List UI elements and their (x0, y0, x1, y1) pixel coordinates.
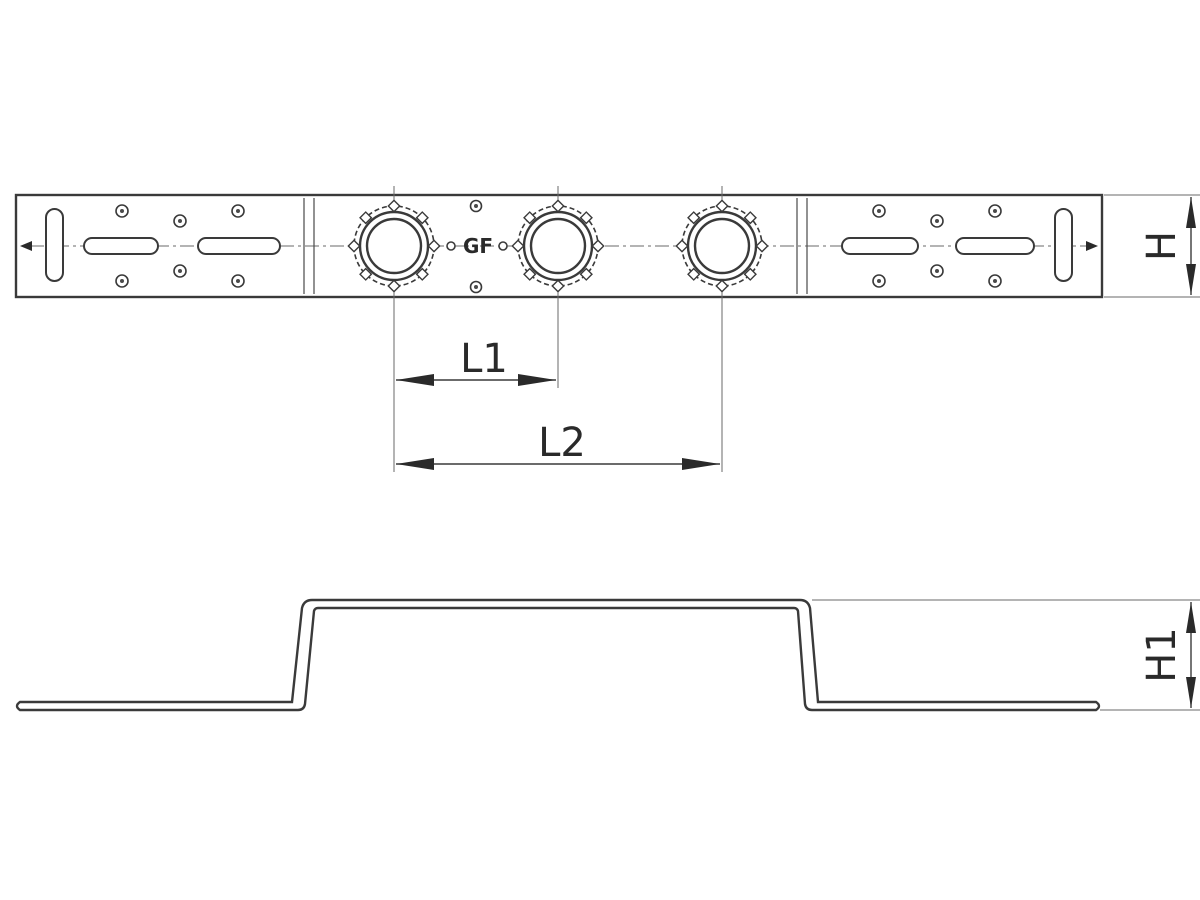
pipe-fitting-2 (511, 186, 605, 306)
dimension-h: H (1104, 194, 1200, 298)
logo-text: GF (463, 234, 493, 258)
plate-top-view: GF (14, 186, 1104, 306)
horizontal-slot-right-2 (955, 237, 1035, 255)
dimension-l2-label: L2 (538, 420, 586, 466)
right-mounting-section (841, 204, 1073, 288)
vertical-slot-left (45, 208, 64, 282)
center-holes (469, 199, 483, 294)
right-center-arrow (1086, 241, 1098, 251)
mounting-holes-right (872, 204, 1002, 288)
dimension-h-label: H (1139, 231, 1185, 261)
bent-profile (15, 598, 1101, 712)
horizontal-slot-left-2 (197, 237, 281, 255)
dimension-l1-l2: L1 L2 (393, 300, 723, 472)
mounting-holes-left (115, 204, 245, 288)
horizontal-slot-right-1 (841, 237, 919, 255)
dimension-h1: H1 (812, 599, 1200, 711)
pipe-fitting-3 (675, 186, 769, 306)
plate-side-view (15, 598, 1101, 712)
pipe-fitting-1 (347, 186, 441, 306)
dimension-h1-label: H1 (1139, 627, 1185, 683)
plate-outline (14, 193, 1104, 299)
dimension-l1-label: L1 (460, 336, 508, 382)
gf-logo: GF (446, 234, 508, 258)
pipe-fittings (347, 186, 769, 306)
left-center-arrow (20, 241, 32, 251)
left-mounting-section (45, 204, 281, 288)
horizontal-slot-left-1 (83, 237, 159, 255)
vertical-slot-right (1054, 208, 1073, 282)
